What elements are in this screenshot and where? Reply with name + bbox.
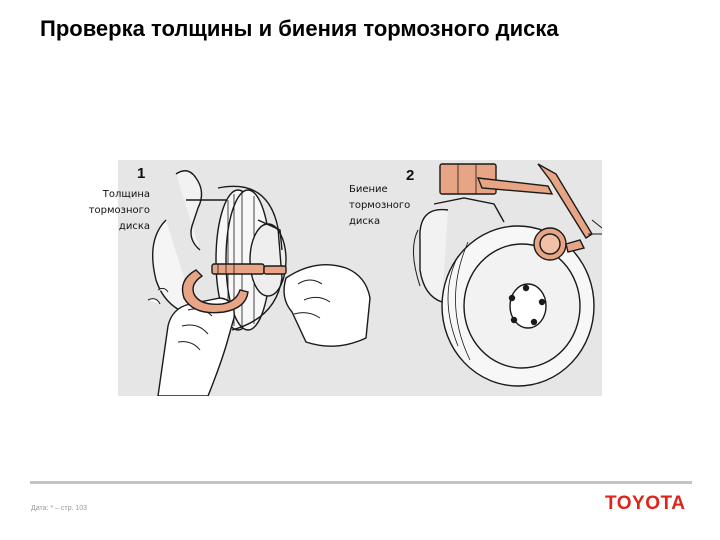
brake-disc-illustration: 1 xyxy=(118,160,602,396)
caption-disc-thickness: Толщина тормозного диска xyxy=(76,187,150,235)
caption-line: диска xyxy=(118,221,150,232)
dial-indicator-icon xyxy=(439,163,593,261)
hand-icon-right xyxy=(283,263,371,347)
slide-title: Проверка толщины и биения тормозного дис… xyxy=(40,16,559,41)
footer-page-info: Дата: * – стр. 103 xyxy=(31,505,88,512)
caption-line: тормозного xyxy=(88,205,150,216)
panel-2-number: 2 xyxy=(406,167,414,184)
caption-line: Биение xyxy=(349,184,388,195)
micrometer-icon xyxy=(181,263,287,314)
panel-1-drawing xyxy=(147,170,371,396)
panel-2-drawing xyxy=(413,163,602,387)
brake-disc-icon-2 xyxy=(441,225,595,387)
caption-line: Толщина xyxy=(102,189,150,200)
caption-line: диска xyxy=(349,216,381,227)
caption-line: тормозного xyxy=(349,200,411,211)
panel-1-number: 1 xyxy=(137,165,145,182)
footer-divider xyxy=(30,481,692,484)
toyota-logo: TOYOTA xyxy=(605,493,686,514)
caption-disc-runout: Биение тормозного диска xyxy=(349,182,429,230)
